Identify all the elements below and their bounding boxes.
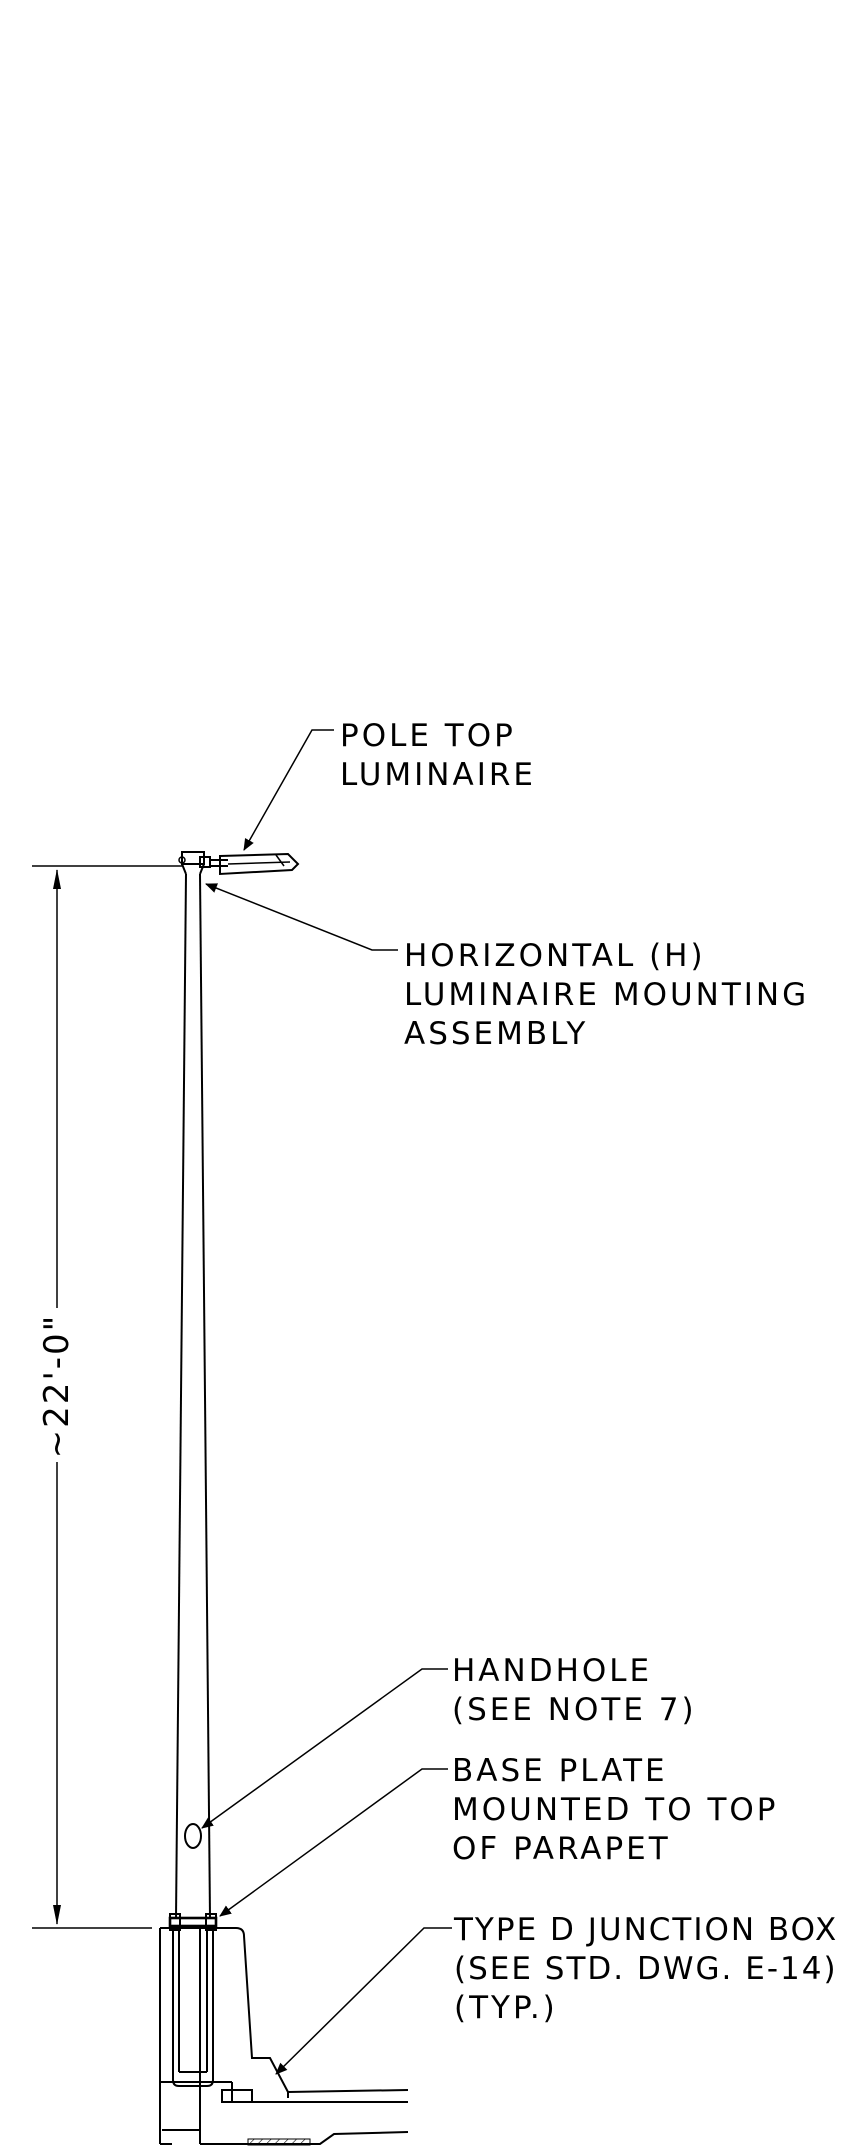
callout-handhole: HANDHOLE (SEE NOTE 7) — [452, 1653, 697, 1728]
callout-baseplate-line-1: BASE PLATE — [452, 1753, 668, 1789]
height-dimension: ~22'-0" — [32, 865, 182, 1929]
callout-leaders — [201, 729, 452, 2075]
base-plate — [168, 1913, 218, 2087]
callout-luminaire-line-2: LUMINAIRE — [340, 757, 536, 793]
leader-junction-box — [275, 1927, 452, 2075]
leader-luminaire — [243, 729, 334, 851]
callout-mounting-line-3: ASSEMBLY — [404, 1016, 588, 1052]
dimension-label: ~22'-0" — [37, 1314, 77, 1459]
callout-base-plate: BASE PLATE MOUNTED TO TOP OF PARAPET — [452, 1753, 779, 1867]
callout-junction-line-2: (SEE STD. DWG. E-14) — [454, 1951, 838, 1987]
callout-mounting-line-2: LUMINAIRE MOUNTING — [404, 977, 809, 1013]
callout-junction-box: TYPE D JUNCTION BOX (SEE STD. DWG. E-14)… — [453, 1912, 838, 2026]
callout-handhole-line-2: (SEE NOTE 7) — [452, 1692, 697, 1728]
pole-top-luminaire — [199, 852, 300, 876]
pole-shaft — [175, 851, 211, 1919]
callout-baseplate-line-3: OF PARAPET — [452, 1831, 671, 1867]
callout-mounting-line-1: HORIZONTAL (H) — [404, 938, 706, 974]
parapet — [159, 1927, 409, 2146]
leader-mounting — [205, 883, 398, 951]
callout-luminaire-line-1: POLE TOP — [340, 718, 516, 754]
callout-handhole-line-1: HANDHOLE — [452, 1653, 652, 1689]
callout-junction-line-3: (TYP.) — [454, 1990, 558, 2026]
callout-mounting-assembly: HORIZONTAL (H) LUMINAIRE MOUNTING ASSEMB… — [404, 938, 809, 1052]
leader-baseplate — [219, 1768, 448, 1917]
callout-junction-line-1: TYPE D JUNCTION BOX — [453, 1912, 838, 1948]
callout-baseplate-line-2: MOUNTED TO TOP — [452, 1792, 779, 1828]
callout-pole-top-luminaire: POLE TOP LUMINAIRE — [340, 718, 536, 793]
leader-handhole — [201, 1668, 448, 1829]
handhole-opening — [184, 1823, 202, 1849]
